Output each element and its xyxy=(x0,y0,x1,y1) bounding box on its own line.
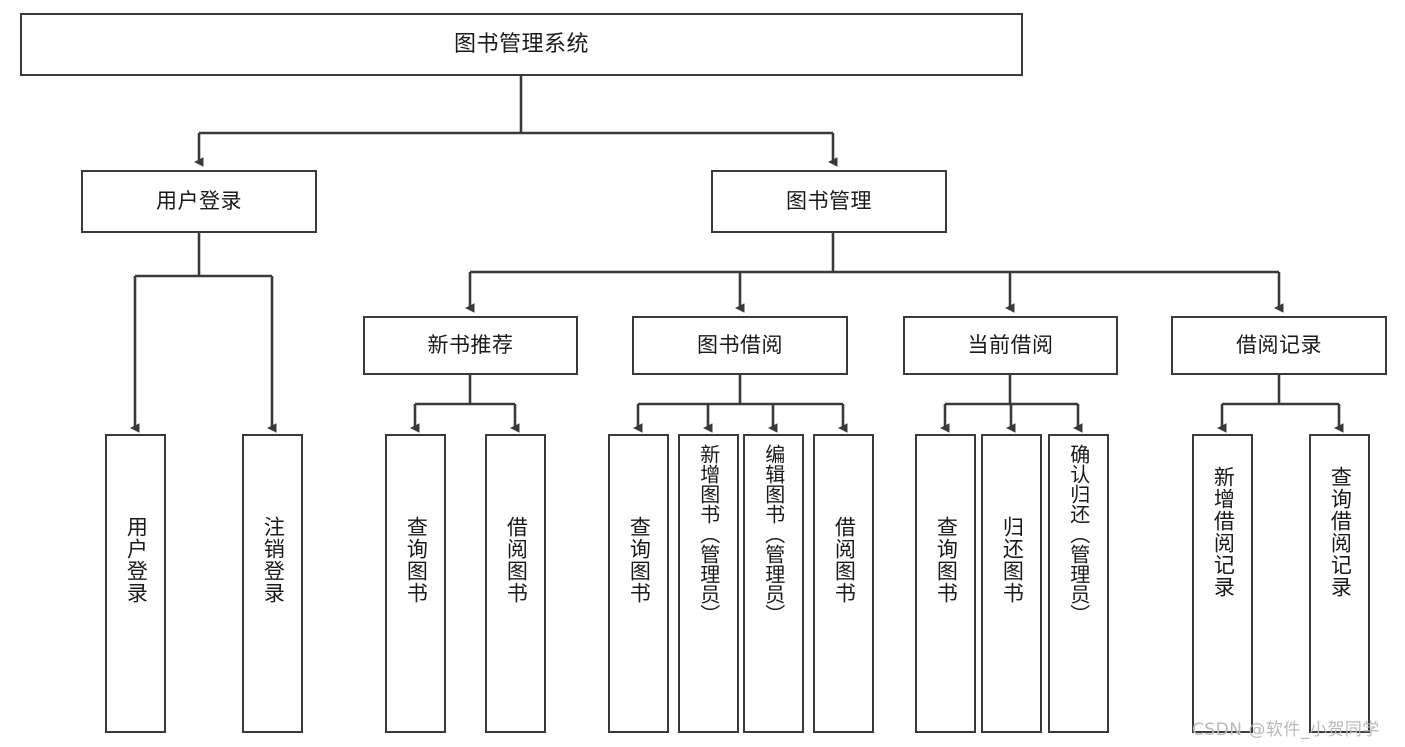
node-label: 图书管理 xyxy=(786,189,872,214)
node-label: 借阅记录 xyxy=(1236,333,1322,358)
node-label: 新增借阅记录 xyxy=(1211,466,1236,598)
leaf-book-borrow-2[interactable]: 新增图书（管理员） xyxy=(678,434,739,733)
node-root-book-management-system[interactable]: 图书管理系统 xyxy=(20,13,1023,76)
node-label: 注销登录 xyxy=(261,516,286,604)
leaf-borrow-record-1[interactable]: 新增借阅记录 xyxy=(1192,434,1253,733)
leaf-user-login-1[interactable]: 用户登录 xyxy=(105,434,166,733)
node-label: 用户登录 xyxy=(156,189,242,214)
node-label: 查询图书 xyxy=(934,516,959,604)
node-label: 查询图书 xyxy=(627,516,652,604)
node-label: 新书推荐 xyxy=(427,333,514,358)
node-label: 用户登录 xyxy=(124,516,149,604)
leaf-book-borrow-3[interactable]: 编辑图书（管理员） xyxy=(743,434,804,733)
leaf-current-borrow-3[interactable]: 确认归还（管理员） xyxy=(1048,434,1109,733)
node-user-login[interactable]: 用户登录 xyxy=(81,170,317,233)
node-label: 确认归还（管理员） xyxy=(1066,444,1091,624)
node-label: 图书借阅 xyxy=(697,333,783,358)
leaf-current-borrow-2[interactable]: 归还图书 xyxy=(981,434,1042,733)
node-borrow-record[interactable]: 借阅记录 xyxy=(1171,316,1387,375)
node-label: 编辑图书（管理员） xyxy=(761,444,786,624)
node-book-management[interactable]: 图书管理 xyxy=(711,170,947,233)
node-label: 查询借阅记录 xyxy=(1328,466,1353,598)
node-label: 借阅图书 xyxy=(504,516,529,604)
leaf-new-book-recommend-1[interactable]: 查询图书 xyxy=(385,434,446,733)
node-label: 新增图书（管理员） xyxy=(696,444,721,624)
node-current-borrow[interactable]: 当前借阅 xyxy=(903,316,1118,375)
node-label: 图书管理系统 xyxy=(453,31,589,57)
leaf-book-borrow-1[interactable]: 查询图书 xyxy=(608,434,669,733)
leaf-current-borrow-1[interactable]: 查询图书 xyxy=(915,434,976,733)
leaf-user-login-2[interactable]: 注销登录 xyxy=(242,434,303,733)
watermark-text: CSDN @软件_小贺同学 xyxy=(1192,720,1380,740)
node-label: 查询图书 xyxy=(404,516,429,604)
node-book-borrow[interactable]: 图书借阅 xyxy=(632,316,848,375)
node-new-book-recommend[interactable]: 新书推荐 xyxy=(363,316,578,375)
node-label: 当前借阅 xyxy=(967,333,1054,358)
leaf-new-book-recommend-2[interactable]: 借阅图书 xyxy=(485,434,546,733)
node-label: 归还图书 xyxy=(1000,516,1025,604)
leaf-borrow-record-2[interactable]: 查询借阅记录 xyxy=(1309,434,1370,733)
leaf-book-borrow-4[interactable]: 借阅图书 xyxy=(813,434,874,733)
node-label: 借阅图书 xyxy=(832,516,857,604)
